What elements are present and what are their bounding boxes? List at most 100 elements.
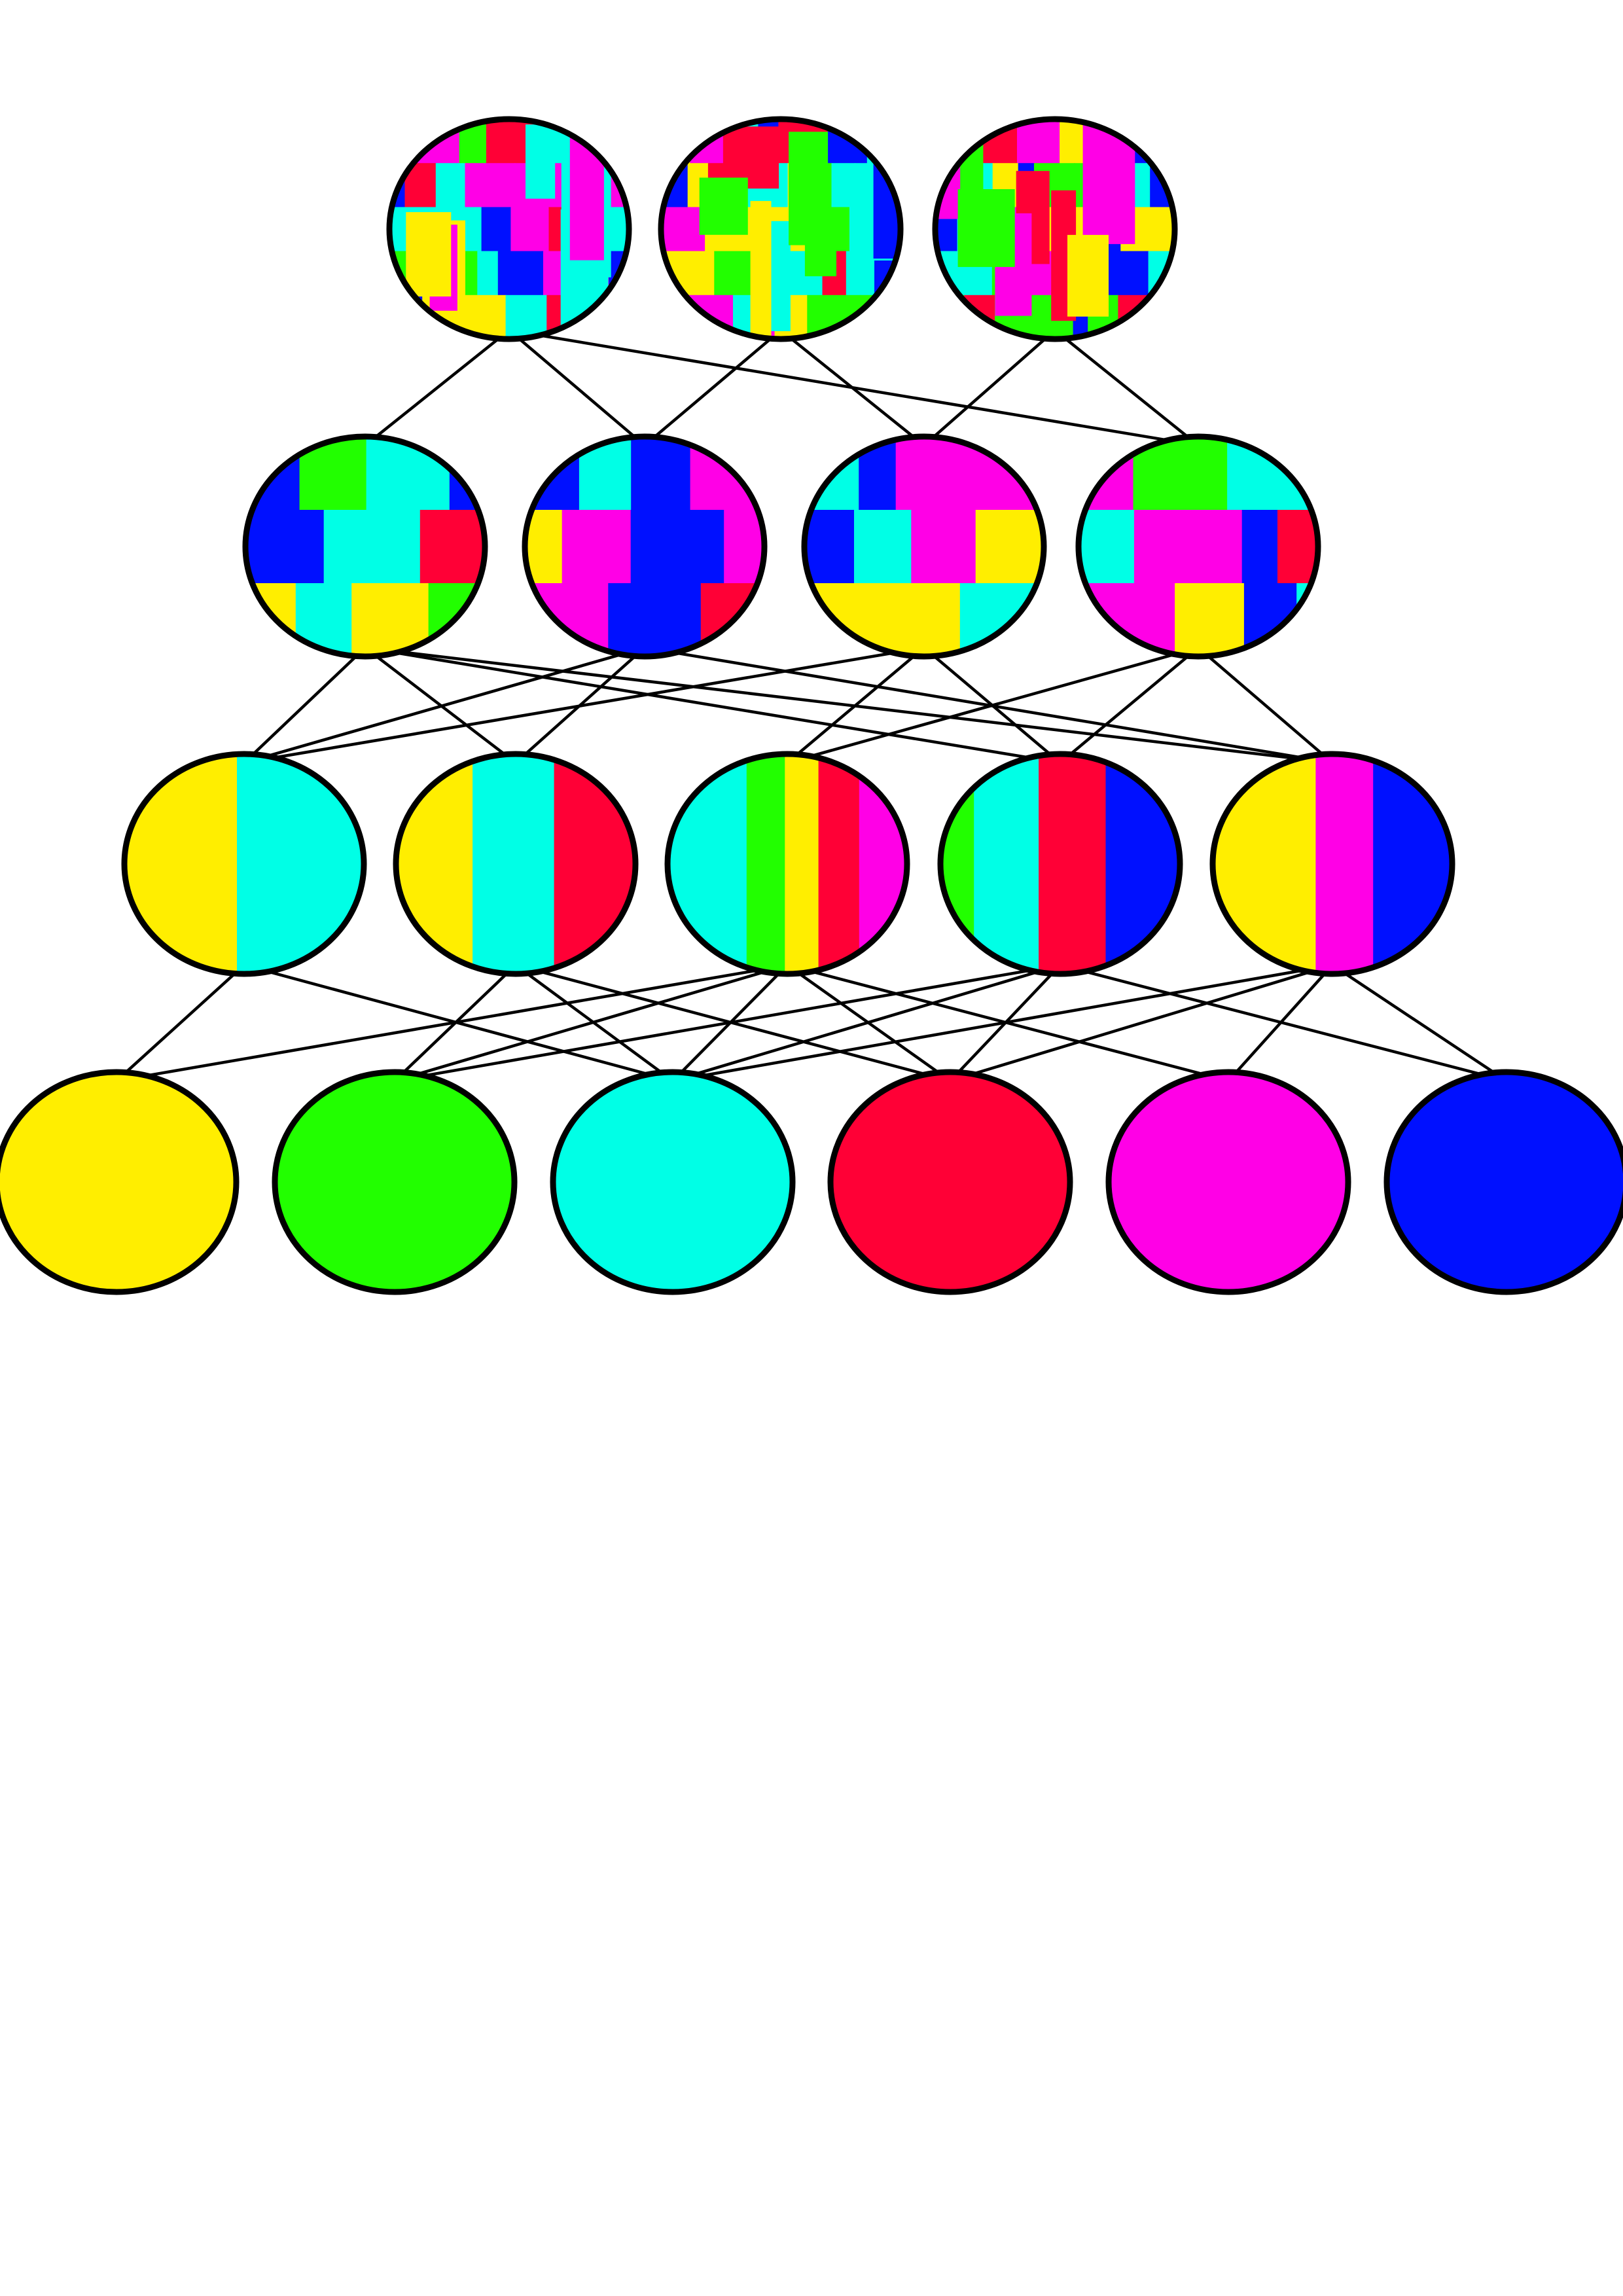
node-outline — [658, 116, 904, 342]
node-outline — [1105, 1069, 1351, 1295]
node-s1 — [121, 751, 367, 977]
node-fill-b2 — [275, 1072, 514, 1292]
node-outline — [932, 116, 1178, 342]
edge-s1-b1 — [115, 963, 245, 1083]
fill-patch-overlay — [1067, 234, 1109, 317]
edge-m2-q3 — [779, 329, 925, 447]
edge-s5-b6 — [1331, 963, 1508, 1083]
fill-solid — [1387, 1072, 1623, 1292]
edge-m3-q3 — [923, 329, 1056, 447]
fill-patch-overlay — [804, 219, 836, 277]
node-b6 — [1383, 1069, 1623, 1295]
edge-s4-b6 — [1060, 963, 1507, 1083]
edge-q4-s4 — [1059, 646, 1200, 764]
edge-m1-q1 — [364, 329, 510, 447]
fill-block — [631, 437, 691, 511]
fill-block — [1133, 510, 1198, 584]
fill-patch-overlay — [406, 212, 452, 296]
fill-patch — [1017, 119, 1060, 164]
fill-solid — [0, 1072, 236, 1292]
fill-patch — [465, 163, 516, 208]
fill-stripe — [746, 754, 786, 974]
node-outline — [0, 1069, 240, 1295]
node-fill-b4 — [830, 1072, 1070, 1292]
node-fill-b3 — [553, 1072, 793, 1292]
node-s3 — [664, 751, 910, 977]
node-outline — [272, 1069, 518, 1295]
fill-patch — [505, 295, 548, 339]
node-outline — [664, 751, 910, 977]
node-outline — [522, 433, 768, 660]
node-s5 — [1209, 751, 1455, 977]
fill-block — [630, 510, 725, 584]
fill-block — [245, 510, 325, 584]
fill-block — [1079, 510, 1135, 584]
edge-s3-b2 — [394, 963, 788, 1083]
fill-block — [804, 510, 855, 584]
fill-stripe — [974, 754, 1039, 974]
fill-block — [525, 510, 563, 584]
node-fill-b6 — [1387, 1072, 1623, 1292]
fill-block — [854, 510, 912, 584]
node-b1 — [0, 1069, 240, 1295]
edge-q4-s5 — [1197, 646, 1334, 764]
node-fill-b5 — [1109, 1072, 1348, 1292]
edge-m3-q4 — [1054, 329, 1200, 447]
fill-patch — [661, 207, 706, 252]
fill-block — [911, 510, 976, 584]
node-outline — [386, 116, 632, 342]
node-b2 — [272, 1069, 518, 1295]
edges — [115, 329, 1508, 1083]
node-outline — [937, 751, 1183, 977]
node-outline — [1075, 433, 1321, 660]
fill-block — [1241, 510, 1278, 584]
fill-patch — [510, 207, 550, 252]
node-m3 — [932, 116, 1178, 342]
edge-m2-q2 — [643, 329, 782, 447]
edge-q1-s1 — [243, 646, 366, 764]
fill-solid — [553, 1072, 793, 1292]
edge-q1-s4 — [365, 646, 1061, 764]
node-fill-b1 — [0, 1072, 236, 1292]
edge-q3-s1 — [243, 646, 925, 764]
edge-s4-b2 — [394, 963, 1061, 1083]
fill-stripe — [473, 754, 555, 974]
edge-s4-b3 — [672, 963, 1061, 1083]
node-s4 — [937, 751, 1183, 977]
fill-block — [323, 510, 421, 584]
edge-q4-s3 — [787, 646, 1199, 764]
fill-patch — [1168, 207, 1175, 252]
fill-patch-overlay — [1082, 124, 1135, 244]
node-outline — [242, 433, 488, 660]
fill-block — [895, 437, 932, 511]
node-outline — [121, 751, 367, 977]
fill-patch — [477, 251, 499, 296]
fill-patch — [435, 163, 466, 208]
fill-stripe — [818, 754, 860, 974]
fill-block — [1196, 510, 1243, 584]
node-fill-s3 — [668, 754, 907, 974]
node-b4 — [827, 1069, 1073, 1295]
fill-block — [608, 583, 702, 656]
node-outline — [1383, 1069, 1623, 1295]
fill-solid — [1109, 1072, 1348, 1292]
fill-block — [885, 583, 961, 656]
fill-stripe — [785, 754, 819, 974]
node-outline — [827, 1069, 1073, 1295]
fill-patch — [1129, 251, 1149, 296]
edge-s5-b4 — [950, 963, 1333, 1083]
fill-solid — [275, 1072, 514, 1292]
edge-m1-q2 — [508, 329, 646, 447]
node-fill-q4 — [1079, 437, 1318, 656]
node-outline — [1209, 751, 1455, 977]
fill-block — [419, 510, 485, 584]
fill-solid — [830, 1072, 1070, 1292]
fill-block — [1175, 583, 1245, 656]
node-q2 — [522, 433, 768, 660]
edge-q3-s3 — [786, 646, 925, 764]
fill-block — [975, 510, 1043, 584]
node-q4 — [1075, 433, 1321, 660]
node-outline — [550, 1069, 796, 1295]
